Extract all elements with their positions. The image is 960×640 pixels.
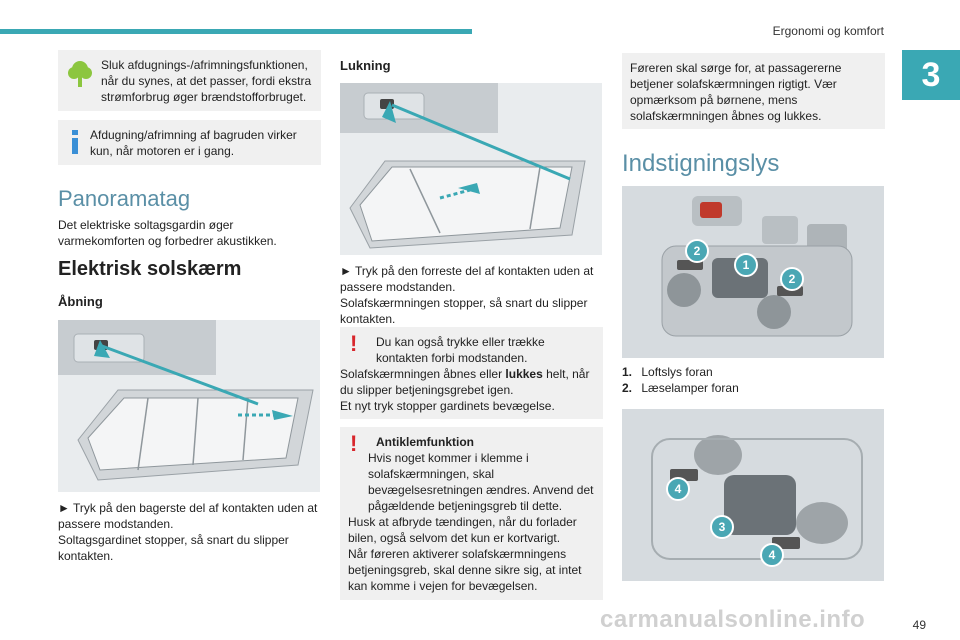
callout-badge-1: 1 [734,253,758,277]
callout-badge-4-top: 4 [666,477,690,501]
warning-box-override: ! Du kan også trykke eller trække kontak… [340,327,603,419]
warning1-line3: Et nyt tryk stopper gardinets bevægelse. [340,399,555,413]
eco-note-text: Sluk afdugnings-/afrimningsfunktionen, n… [101,58,312,104]
heading-elektrisk-solskaerm: Elektrisk solskærm [58,258,242,280]
chapter-title: Ergonomi og komfort [772,24,884,38]
legend-num-2: 2. [622,381,633,395]
section-title-indstigningslys: Indstigningslys [622,150,780,177]
warning2-title: Antiklemfunktion [376,435,474,449]
open-result-text: Soltagsgardinet stopper, så snart du sli… [58,533,289,563]
callout-badge-2-left: 2 [685,239,709,263]
legend-item-2: 2. Læselamper foran [622,380,739,396]
reading-lamps-illustration: 4 3 4 [622,409,884,581]
legend-num-1: 1. [622,365,633,379]
callout-badge-3: 3 [710,515,734,539]
section-title-panoramatag: Panoramatag [58,186,191,211]
page-number: 49 [912,618,926,632]
warning-box-antiklem: ! Antiklemfunktion Hvis noget kommer i k… [340,427,603,600]
warning-exclamation-icon: ! [350,331,358,356]
close-step-text: ► Tryk på den forreste del af kontakten … [340,264,594,294]
close-result-text: Solafskærmningen stopper, så snart du sl… [340,296,588,326]
warning2-body3: Når føreren aktiverer solafskærmningens … [348,547,582,593]
eco-tree-icon [68,61,92,87]
subheading-lukning: Lukning [340,58,391,73]
warning2-body2: Husk at afbryde tændingen, når du forlad… [348,515,577,545]
warning2-body: Hvis noget kommer i klemme i solafskærmn… [368,451,594,513]
warning1-line2-pre: Solafskærmningen åbnes eller [340,367,506,381]
open-step-text: ► Tryk på den bagerste del af kontakten … [58,501,318,531]
driver-note-box: Føreren skal sørge for, at passagererne … [622,53,885,129]
warning1-line2: Solafskærmningen åbnes eller lukkes helt… [340,366,595,398]
intro-text: Det elektriske soltagsgardin øger varmek… [58,218,277,248]
sunroof-open-drawing [58,320,320,492]
legend-label-2: Læselamper foran [641,381,739,395]
warning1-line2-post: helt, når du slipper betjeningsgrebet ig… [340,367,590,397]
warning1-line2-bold: lukkes [505,367,543,381]
legend-item-1: 1. Loftslys foran [622,364,713,380]
sunroof-close-drawing [340,83,602,255]
callout-badge-2-right: 2 [780,267,804,291]
chapter-number-tab: 3 [902,50,960,100]
info-icon [72,130,78,154]
subheading-aabning: Åbning [58,294,103,309]
callout-badge-4-bottom: 4 [760,543,784,567]
legend-label-1: Loftslys foran [641,365,713,379]
info-note-text: Afdugning/afrimning af bagruden virker k… [90,128,297,158]
reading-lamps-drawing [622,409,884,581]
warning1-line1: Du kan også trykke eller trække kontakte… [376,335,545,365]
courtesy-lights-illustration: 2 1 2 [622,186,884,358]
eco-note-box: Sluk afdugnings-/afrimningsfunktionen, n… [58,50,321,111]
info-note-box: Afdugning/afrimning af bagruden virker k… [58,120,321,165]
driver-note-text: Føreren skal sørge for, at passagererne … [630,61,842,123]
sunroof-open-illustration [58,320,320,492]
sunroof-close-illustration [340,83,602,255]
header-accent-bar [0,29,472,34]
watermark: carmanualsonline.info [600,606,866,633]
warning-exclamation-icon-2: ! [350,431,358,456]
